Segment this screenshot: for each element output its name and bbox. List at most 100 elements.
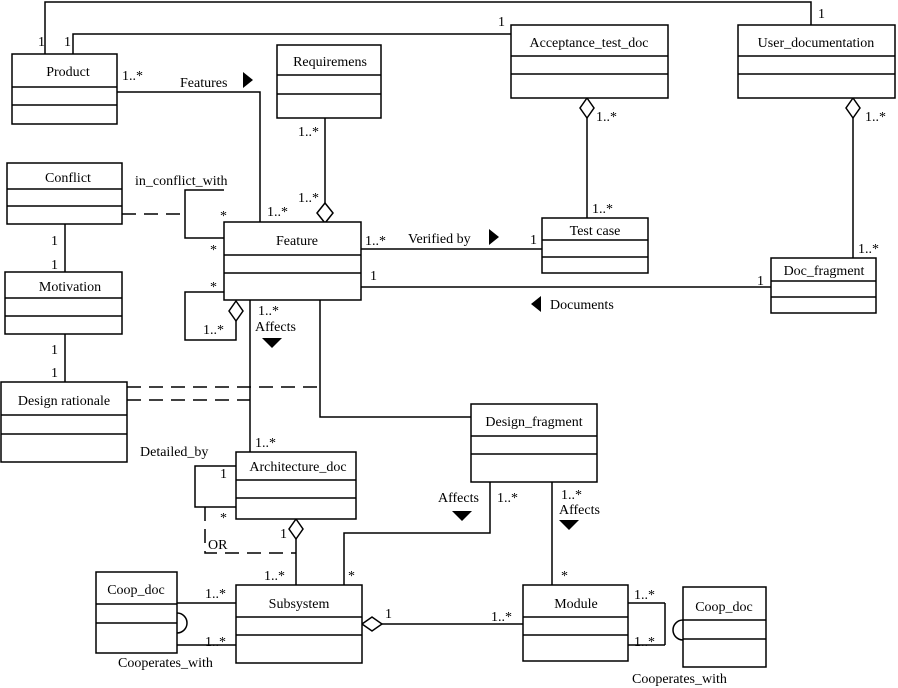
label-in-conflict-with: in_conflict_with	[135, 174, 228, 189]
mult: 1..*	[298, 191, 319, 206]
class-name: Acceptance_test_doc	[530, 36, 649, 51]
mult: 1..*	[858, 242, 879, 257]
class-design-rationale[interactable]: Design rationale	[0, 381, 128, 463]
class-name: Test case	[570, 224, 621, 239]
agg-diamond-subsystem	[360, 616, 384, 632]
label-verified-by: Verified by	[408, 232, 471, 247]
class-name: Feature	[276, 234, 318, 249]
class-subsystem[interactable]: Subsystem	[235, 584, 363, 664]
mult: 1	[757, 274, 764, 289]
mult: 1..*	[497, 491, 518, 506]
mult: 1	[385, 607, 392, 622]
mult: 1	[64, 35, 71, 50]
class-motivation[interactable]: Motivation	[4, 271, 123, 335]
agg-diamond-acceptance	[579, 96, 595, 120]
verified-direction-icon	[489, 229, 499, 245]
mult: *	[561, 569, 568, 584]
agg-diamond-userdoc	[845, 96, 861, 120]
class-conflict[interactable]: Conflict	[6, 162, 123, 225]
class-name: Design_fragment	[485, 415, 582, 430]
mult: 1	[530, 233, 537, 248]
class-name: Requiremens	[293, 55, 367, 70]
mult: *	[220, 209, 227, 224]
class-acceptance-test-doc[interactable]: Acceptance_test_doc	[510, 24, 669, 99]
affects-module-direction-icon	[559, 520, 579, 530]
mult: 1..*	[122, 69, 143, 84]
class-design-fragment[interactable]: Design_fragment	[470, 403, 598, 483]
assoc-subsystem-designfragment	[343, 482, 491, 585]
class-architecture-doc[interactable]: Architecture_doc	[235, 451, 357, 520]
label-detailed-by: Detailed_by	[140, 445, 208, 460]
mult: 1..*	[203, 323, 224, 338]
assoc-in-conflict	[184, 189, 224, 239]
mult: 1..*	[596, 110, 617, 125]
mult: *	[210, 280, 217, 295]
mult: 1	[370, 269, 377, 284]
mult: 1..*	[865, 110, 886, 125]
class-name: Doc_fragment	[784, 264, 865, 279]
mult: 1..*	[592, 202, 613, 217]
mult: 1..*	[205, 635, 226, 650]
agg-feature-self	[184, 291, 237, 341]
assoc-product-userdoc	[44, 1, 812, 54]
class-name: Architecture_doc	[249, 460, 346, 475]
class-test-case[interactable]: Test case	[541, 217, 649, 274]
class-name: Coop_doc	[107, 583, 165, 598]
class-coop-doc-right[interactable]: Coop_doc	[682, 586, 767, 668]
mult: 1..*	[298, 125, 319, 140]
class-module[interactable]: Module	[522, 584, 629, 662]
class-product[interactable]: Product	[11, 53, 118, 125]
class-name: User_documentation	[758, 36, 875, 51]
affects-feature-direction-icon	[262, 338, 282, 348]
coop-arc-right	[672, 619, 684, 641]
mult: *	[348, 569, 355, 584]
assoc-product-acceptance	[72, 33, 511, 54]
class-name: Product	[46, 65, 90, 80]
mult: 1	[51, 366, 58, 381]
class-name: Subsystem	[269, 597, 330, 612]
mult: 1	[498, 15, 505, 30]
mult: 1..*	[561, 488, 582, 503]
coop-arc-left	[176, 612, 188, 634]
class-name: Module	[554, 597, 598, 612]
label-affects-feature: Affects	[255, 320, 296, 335]
assoc-product-feature	[117, 91, 261, 222]
label-cooperates-with-right: Cooperates_with	[632, 672, 727, 687]
mult: 1..*	[205, 587, 226, 602]
agg-diamond-arch	[288, 517, 304, 541]
mult: 1..*	[258, 304, 279, 319]
class-name: Motivation	[39, 280, 101, 295]
mult: 1	[38, 35, 45, 50]
class-user-documentation[interactable]: User_documentation	[737, 24, 896, 99]
mult: *	[210, 243, 217, 258]
class-coop-doc-left[interactable]: Coop_doc	[95, 571, 178, 654]
mult: 1..*	[365, 234, 386, 249]
assoc-arch-self	[194, 465, 236, 508]
mult: 1	[818, 7, 825, 22]
label-affects-arch: Affects	[438, 491, 479, 506]
mult: 1	[51, 343, 58, 358]
assoc-feature-designfragment	[319, 300, 471, 418]
agg-diamond-req	[316, 201, 334, 225]
label-features: Features	[180, 76, 227, 91]
label-cooperates-with-left: Cooperates_with	[118, 656, 213, 671]
class-requirements[interactable]: Requiremens	[276, 44, 382, 119]
class-name: Coop_doc	[695, 600, 753, 615]
mult: 1..*	[264, 569, 285, 584]
mult: 1..*	[255, 436, 276, 451]
mult: 1..*	[634, 635, 655, 650]
mult: 1..*	[491, 610, 512, 625]
class-name: Conflict	[45, 171, 91, 186]
agg-diamond-feature-self	[228, 299, 244, 323]
label-affects-module: Affects	[559, 503, 600, 518]
features-direction-icon	[243, 72, 253, 88]
mult: 1..*	[634, 588, 655, 603]
mult: *	[220, 511, 227, 526]
label-documents: Documents	[550, 298, 614, 313]
class-doc-fragment[interactable]: Doc_fragment	[770, 257, 877, 314]
mult: 1	[51, 258, 58, 273]
mult: 1..*	[267, 205, 288, 220]
label-or: OR	[208, 538, 228, 553]
class-feature[interactable]: Feature	[223, 221, 362, 301]
